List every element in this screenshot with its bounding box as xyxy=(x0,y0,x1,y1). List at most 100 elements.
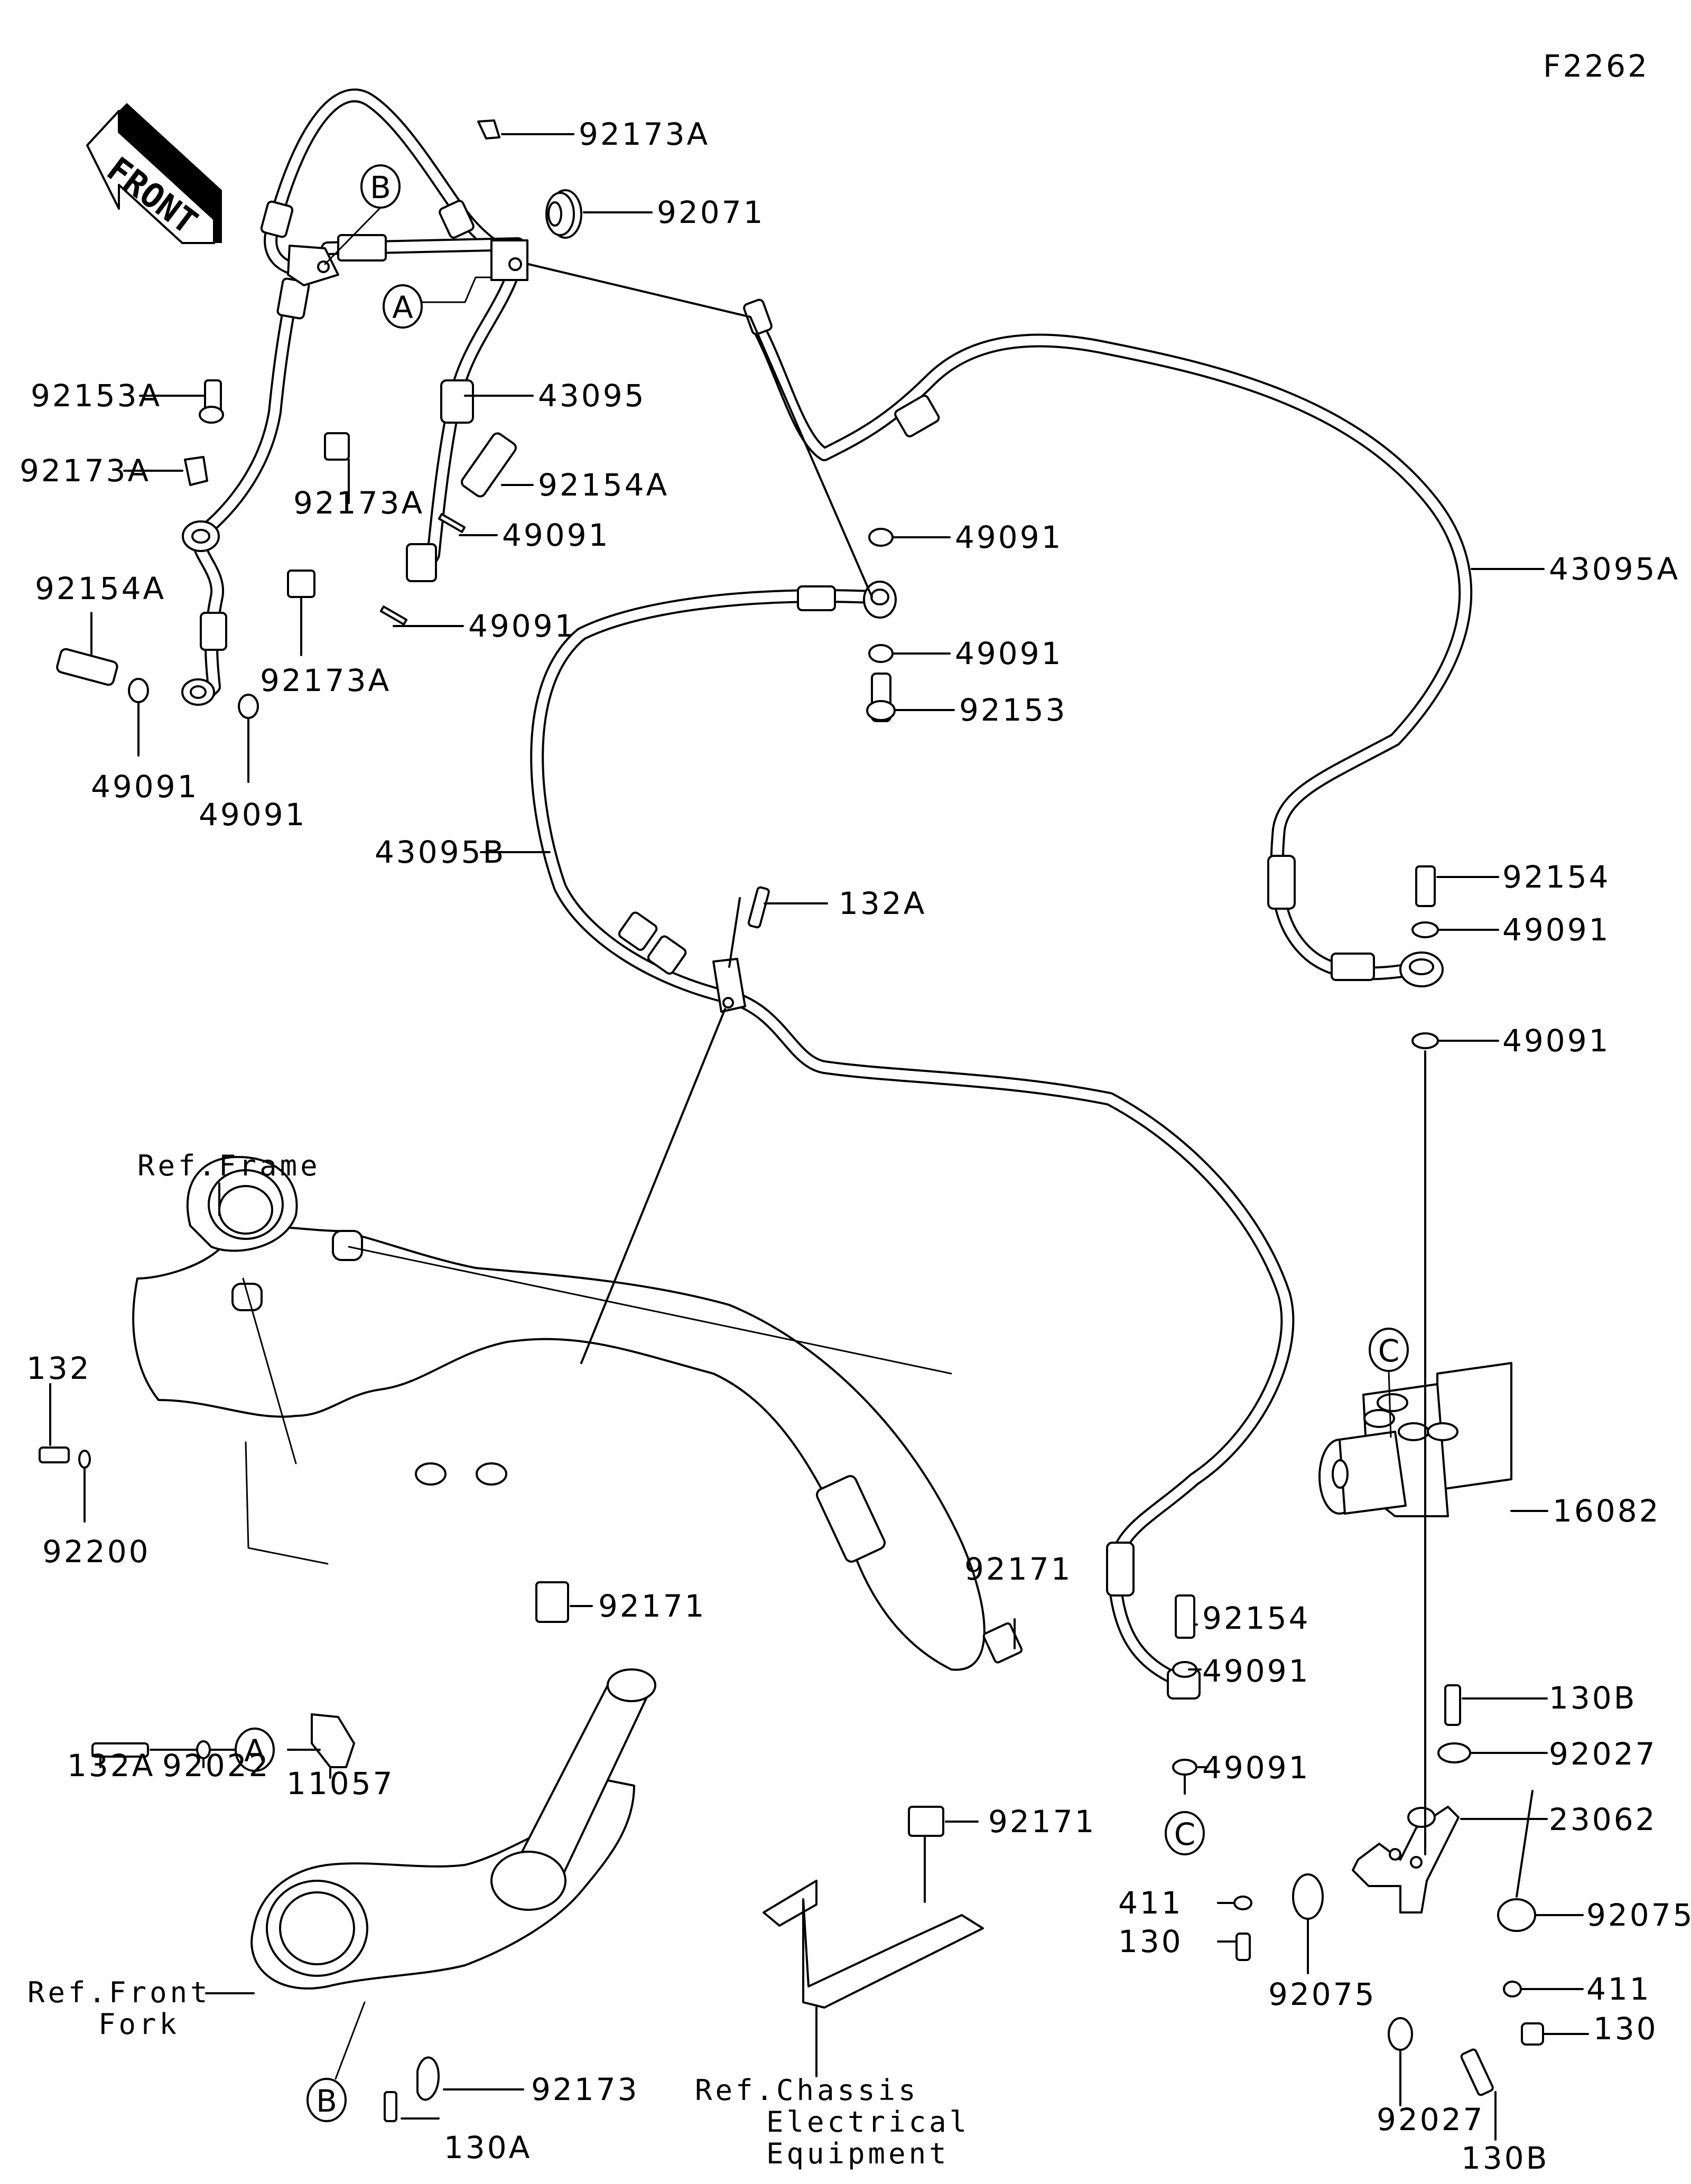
callout-92075: 92075 xyxy=(1586,1897,1691,1933)
callout-92173a: 92173A xyxy=(293,485,424,521)
ref-circle-a-bottom: A xyxy=(235,1728,275,1772)
callout-130: 130 xyxy=(1593,2011,1658,2047)
washer-icon xyxy=(78,1450,91,1469)
callout-92171: 92171 xyxy=(598,1588,707,1624)
ref-chassis-label-2: Electrical xyxy=(766,2105,970,2139)
bleeder-valve-icon xyxy=(56,648,118,686)
callout-92022: 92022 xyxy=(162,1748,271,1784)
callout-92171: 92171 xyxy=(988,1804,1097,1840)
callout-92173a: 92173A xyxy=(20,453,151,489)
washer-icon xyxy=(868,644,894,663)
front-arrow-icon: FRONT xyxy=(86,103,222,244)
hose-43095a xyxy=(743,298,1473,987)
callout-132: 132 xyxy=(26,1350,91,1386)
callout-130: 130 xyxy=(1118,1924,1183,1959)
callout-49091: 49091 xyxy=(1202,1653,1311,1689)
reference-texts: Ref.Frame Ref.Front Fork Ref.Chassis Ele… xyxy=(27,1149,970,2170)
figure-id: F2262 xyxy=(1543,48,1649,84)
callout-92154a: 92154A xyxy=(35,571,166,606)
callout-92153a: 92153A xyxy=(31,378,162,414)
clamp-icon xyxy=(535,1581,569,1623)
ref-frame-label: Ref.Frame xyxy=(137,1149,321,1182)
svg-text:B: B xyxy=(370,170,391,206)
washer-icon xyxy=(1503,1981,1522,1998)
svg-text:C: C xyxy=(1378,1333,1400,1369)
grommet-icon xyxy=(1497,1898,1536,1932)
banjo-bolt-icon xyxy=(1175,1594,1195,1639)
small-parts xyxy=(39,119,1544,2122)
clamp-block-b xyxy=(287,245,339,286)
clamp-icon xyxy=(982,1622,1023,1664)
clip-icon xyxy=(477,119,500,139)
callout-92071: 92071 xyxy=(657,194,765,230)
ref-chassis-label-3: Equipment xyxy=(766,2137,950,2170)
collar-icon xyxy=(1388,2017,1413,2051)
clip-icon xyxy=(324,432,350,461)
ref-circle-b-top: B xyxy=(324,164,401,265)
callout-132a: 132A xyxy=(67,1748,155,1784)
frame-outline xyxy=(132,1156,986,1671)
bolt-icon xyxy=(384,2091,397,2122)
ref-front-fork-label-1: Ref.Front xyxy=(27,1976,211,2009)
washer-icon xyxy=(868,528,894,547)
washer-icon xyxy=(1233,1896,1252,1910)
clamp-block-132a xyxy=(712,958,746,1013)
callout-23062: 23062 xyxy=(1549,1802,1657,1837)
callout-92153: 92153 xyxy=(959,692,1067,728)
chassis-bracket xyxy=(763,1880,984,2009)
callout-92154: 92154 xyxy=(1202,1600,1311,1636)
callout-130b: 130B xyxy=(1549,1680,1637,1716)
callout-11057: 11057 xyxy=(286,1766,395,1802)
ref-circle-a-top: A xyxy=(383,276,491,329)
svg-text:B: B xyxy=(316,2083,337,2119)
callout-49091: 49091 xyxy=(1502,1023,1611,1059)
ref-front-fork-label-2: Fork xyxy=(98,2008,180,2041)
ref-circle-b-bottom: B xyxy=(306,2001,366,2122)
callout-49091: 49091 xyxy=(91,769,199,805)
clip-icon xyxy=(184,456,208,486)
callout-49091: 49091 xyxy=(955,636,1063,671)
callout-92200: 92200 xyxy=(42,1534,151,1570)
callout-49091: 49091 xyxy=(502,517,610,553)
callout-411: 411 xyxy=(1118,1885,1183,1921)
bolt-icon xyxy=(39,1446,70,1463)
bolt-icon xyxy=(1444,1684,1461,1726)
nut-icon xyxy=(1521,2022,1544,2046)
callout-16082: 16082 xyxy=(1553,1493,1661,1529)
callout-92075: 92075 xyxy=(1268,1976,1377,2012)
callout-130a: 130A xyxy=(444,2130,532,2166)
callout-43095a: 43095A xyxy=(1549,551,1680,587)
bracket-23062 xyxy=(1352,1806,1460,1914)
banjo-bolt-icon xyxy=(1415,865,1436,907)
callout-49091: 49091 xyxy=(1502,912,1611,948)
washer-icon xyxy=(1411,1032,1439,1049)
clip-icon xyxy=(287,570,315,598)
callout-92027: 92027 xyxy=(1377,2102,1485,2138)
bleeder-valve-icon xyxy=(461,432,517,498)
clip-icon xyxy=(416,2056,440,2101)
washer-icon xyxy=(238,694,259,719)
callout-92173a: 92173A xyxy=(579,116,710,152)
callout-411: 411 xyxy=(1586,1971,1651,2007)
ref-circle-c-abs: C xyxy=(1369,1328,1409,1438)
hose-43095b xyxy=(530,581,1295,1700)
bolt-icon xyxy=(747,886,770,929)
callout-43095b: 43095B xyxy=(375,834,506,870)
callout-92154: 92154 xyxy=(1502,859,1611,895)
callout-132a: 132A xyxy=(839,885,926,921)
callout-92027: 92027 xyxy=(1549,1736,1657,1772)
svg-text:A: A xyxy=(392,290,413,325)
bracket-icon xyxy=(311,1713,355,1768)
clamp-block-a xyxy=(490,239,528,281)
ref-circle-c-mid: C xyxy=(1165,1811,1205,1855)
callout-49091: 49091 xyxy=(1202,1750,1311,1786)
bolt-icon xyxy=(1235,1933,1251,1961)
svg-text:A: A xyxy=(244,1733,265,1769)
callout-labels: 92173A 92071 92153A 43095 92173A 92154A … xyxy=(20,116,1691,2176)
collar-icon xyxy=(1437,1742,1471,1763)
callout-92173a: 92173A xyxy=(260,662,391,698)
grommet-icon xyxy=(1292,1873,1324,1920)
bolt-icon xyxy=(1460,2048,1494,2096)
steering-stem xyxy=(250,1668,656,1990)
